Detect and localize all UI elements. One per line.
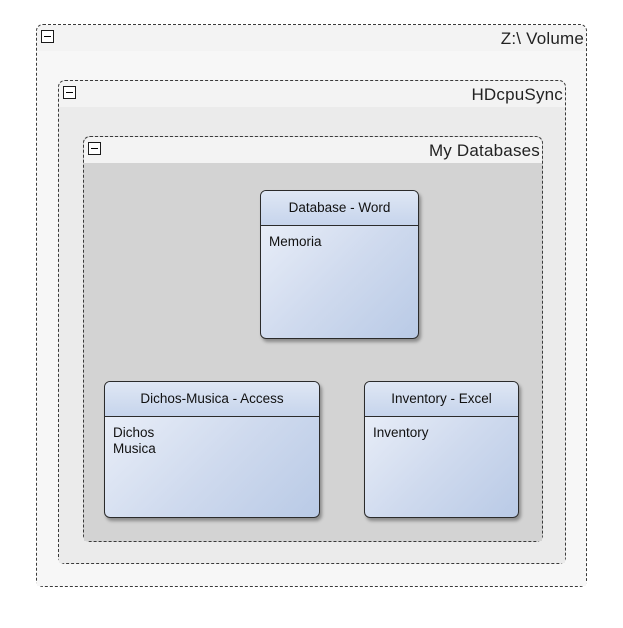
group-sync-title: HDcpuSync xyxy=(471,85,563,104)
node-items: Memoria xyxy=(261,226,418,250)
group-volume-header: Z:\ Volume xyxy=(37,25,586,51)
node-dichos-musica-access[interactable]: Dichos-Musica - Access Dichos Musica xyxy=(104,381,320,518)
collapse-minus-icon[interactable] xyxy=(63,86,76,99)
group-volume-title: Z:\ Volume xyxy=(500,29,584,48)
node-item: Musica xyxy=(113,441,156,456)
node-title: Database - Word xyxy=(261,191,418,226)
collapse-minus-icon[interactable] xyxy=(41,30,54,43)
node-title: Inventory - Excel xyxy=(365,382,518,417)
node-items: Dichos Musica xyxy=(105,417,319,457)
group-databases-header: My Databases xyxy=(84,137,542,163)
node-title: Dichos-Musica - Access xyxy=(105,382,319,417)
group-databases-title: My Databases xyxy=(428,141,540,160)
node-item: Memoria xyxy=(269,234,322,249)
node-inventory-excel[interactable]: Inventory - Excel Inventory xyxy=(364,381,519,518)
group-sync-header: HDcpuSync xyxy=(59,81,565,107)
node-database-word[interactable]: Database - Word Memoria xyxy=(260,190,419,339)
node-item: Inventory xyxy=(373,425,429,440)
node-items: Inventory xyxy=(365,417,518,441)
node-item: Dichos xyxy=(113,425,155,440)
collapse-minus-icon[interactable] xyxy=(88,142,101,155)
